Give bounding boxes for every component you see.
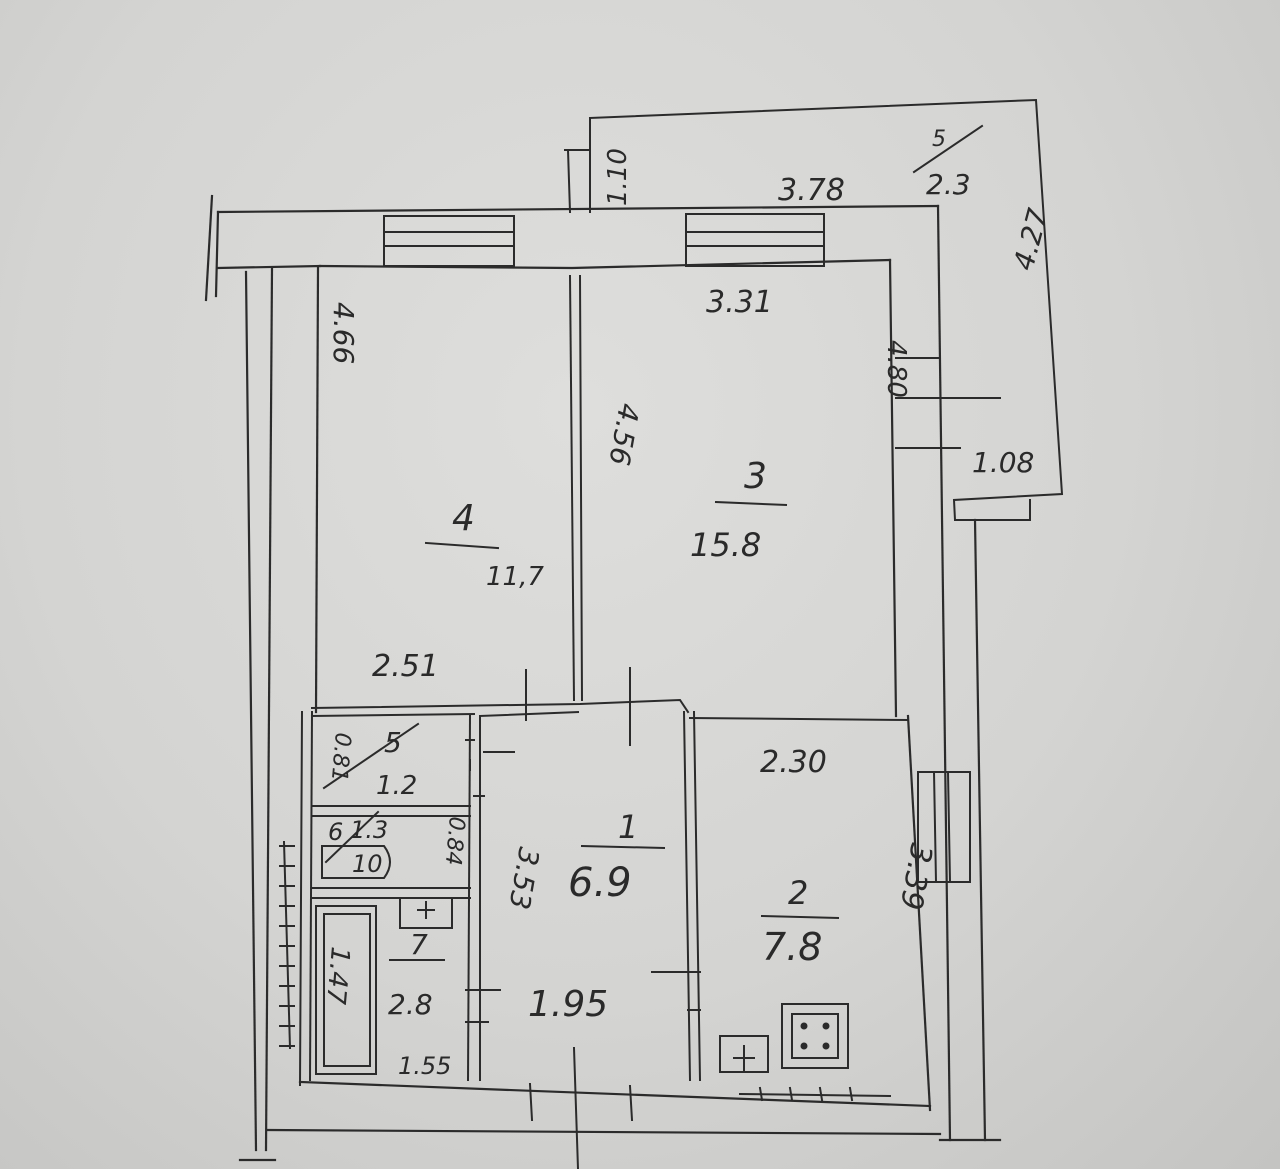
dim-room4-height: 4.66 (327, 302, 360, 364)
room-6-area: 1.3 (350, 816, 388, 844)
room-5-area: 1.2 (376, 771, 417, 801)
dim-room3-height-right: 4.80 (881, 340, 911, 398)
outer-walls (204, 194, 1002, 1162)
dim-room3-width: 3.31 (706, 285, 773, 320)
balcony-area: 2.3 (926, 168, 971, 201)
room-7-area: 2.8 (388, 988, 433, 1021)
dim-balcony-side: 1.10 (603, 148, 633, 206)
room-6-number: 6 (328, 818, 343, 846)
balcony (564, 98, 1064, 522)
dim-kitchen-width: 2.30 (760, 745, 827, 780)
dim-balcony-side-right: 1.08 (972, 446, 1034, 479)
dim-bath-height: 1.47 (320, 945, 355, 1006)
dim-balcony-length: 3.78 (778, 173, 845, 208)
room-1-area: 6.9 (568, 860, 632, 906)
dim-kitchen-height: 3.39 (893, 841, 939, 913)
dim-bath-width: 1.55 (398, 1052, 451, 1080)
dim-hall-height: 3.53 (502, 845, 545, 912)
room-2-area: 7.8 (762, 925, 822, 969)
partitions (298, 274, 910, 1169)
fraction-bars (322, 124, 984, 961)
room-2-number: 2 (788, 874, 808, 912)
kitchen-sink (719, 1035, 769, 1073)
dim-closet-height: 0.81 (326, 731, 355, 782)
room-3-number: 3 (744, 456, 767, 497)
room-7-number: 7 (410, 928, 428, 961)
dim-wc-height: 0.84 (440, 815, 469, 866)
room-5-number: 5 (384, 726, 402, 759)
windows (383, 213, 971, 1122)
bathtub (315, 905, 377, 1075)
room-3-area: 15.8 (690, 526, 761, 564)
dim-room3-height-left: 4.56 (602, 401, 645, 468)
room-4-number: 4 (452, 498, 475, 539)
room-1-number: 1 (618, 808, 638, 846)
dim-room4-width: 2.51 (372, 649, 439, 684)
balcony-number: 5 (932, 127, 946, 152)
toilet (321, 845, 391, 879)
wc-fixture-label: 10 (352, 850, 383, 878)
room-4-area: 11,7 (486, 562, 544, 592)
radiator (279, 840, 892, 1102)
stove (781, 1003, 849, 1069)
sink (399, 897, 453, 929)
dim-hall-width: 1.95 (528, 984, 608, 1025)
